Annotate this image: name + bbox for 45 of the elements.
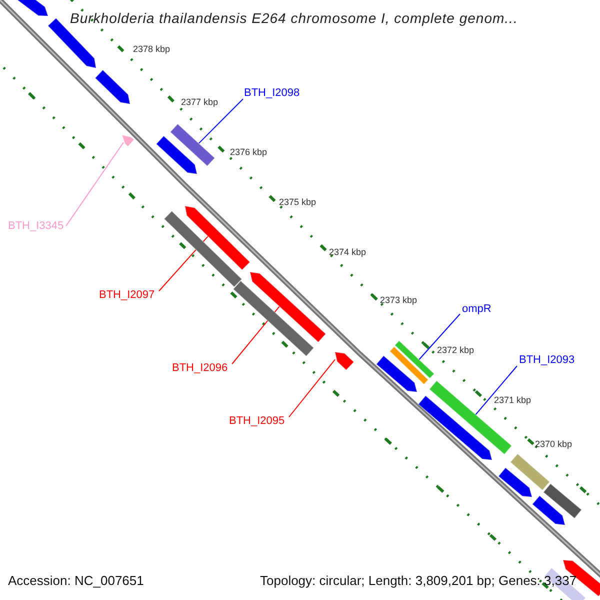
leader-line bbox=[288, 359, 336, 418]
gene-feature bbox=[121, 134, 135, 148]
tick-label: 2376 kbp bbox=[230, 148, 268, 157]
tick-label: 2370 kbp bbox=[535, 440, 572, 449]
leader-line bbox=[232, 306, 280, 364]
gene-feature bbox=[544, 567, 586, 600]
leader-line bbox=[158, 236, 208, 292]
tick-label: 2377 kbp bbox=[181, 98, 218, 107]
gene-feature bbox=[334, 351, 354, 371]
footer-text: Topology: circular; Length: 3,809,201 bp; Genes: 3,337 bbox=[260, 574, 577, 587]
leader-line bbox=[418, 314, 460, 360]
gene-feature bbox=[394, 340, 435, 379]
gene-feature bbox=[428, 380, 512, 455]
gene-label: BTH_I2098 bbox=[244, 87, 300, 99]
gene-feature bbox=[376, 355, 418, 393]
gene-feature bbox=[156, 135, 198, 175]
gene-feature bbox=[418, 395, 493, 461]
gene-label: BTH_I3345 bbox=[8, 220, 64, 232]
gene-feature bbox=[249, 271, 326, 343]
gene-feature bbox=[389, 346, 429, 385]
gene-feature bbox=[164, 210, 242, 288]
gene-label: BTH_I2097 bbox=[99, 289, 155, 301]
gene-feature bbox=[170, 123, 216, 167]
tick-label: 2378 kbp bbox=[133, 45, 170, 54]
gene-feature bbox=[232, 280, 314, 357]
gene-feature bbox=[498, 467, 533, 498]
gene-label: BTH_I2096 bbox=[172, 362, 228, 374]
tick-label: 2371 kbp bbox=[494, 396, 532, 405]
gene-feature bbox=[94, 69, 131, 105]
tick-label: 2372 kbp bbox=[437, 346, 474, 355]
footer-text: Accession: NC_007651 bbox=[8, 574, 144, 587]
title: Burkholderia thailandensis E264 chromosome I, complete genom... bbox=[70, 9, 518, 28]
tick-label: 2375 kbp bbox=[279, 198, 316, 207]
gene-label: ompR bbox=[462, 303, 492, 315]
tick-label: 2373 kbp bbox=[380, 296, 418, 305]
leader-line bbox=[475, 366, 518, 416]
gene-feature bbox=[532, 495, 566, 526]
gene-feature bbox=[184, 205, 251, 271]
leader-line bbox=[198, 98, 244, 144]
gene-label: BTH_I2093 bbox=[519, 354, 575, 366]
gene-feature bbox=[510, 453, 550, 491]
tick-label: 2374 kbp bbox=[329, 248, 366, 257]
gene-label: BTH_I2095 bbox=[229, 415, 285, 427]
leader-line bbox=[66, 142, 124, 226]
gene-feature bbox=[542, 483, 582, 519]
